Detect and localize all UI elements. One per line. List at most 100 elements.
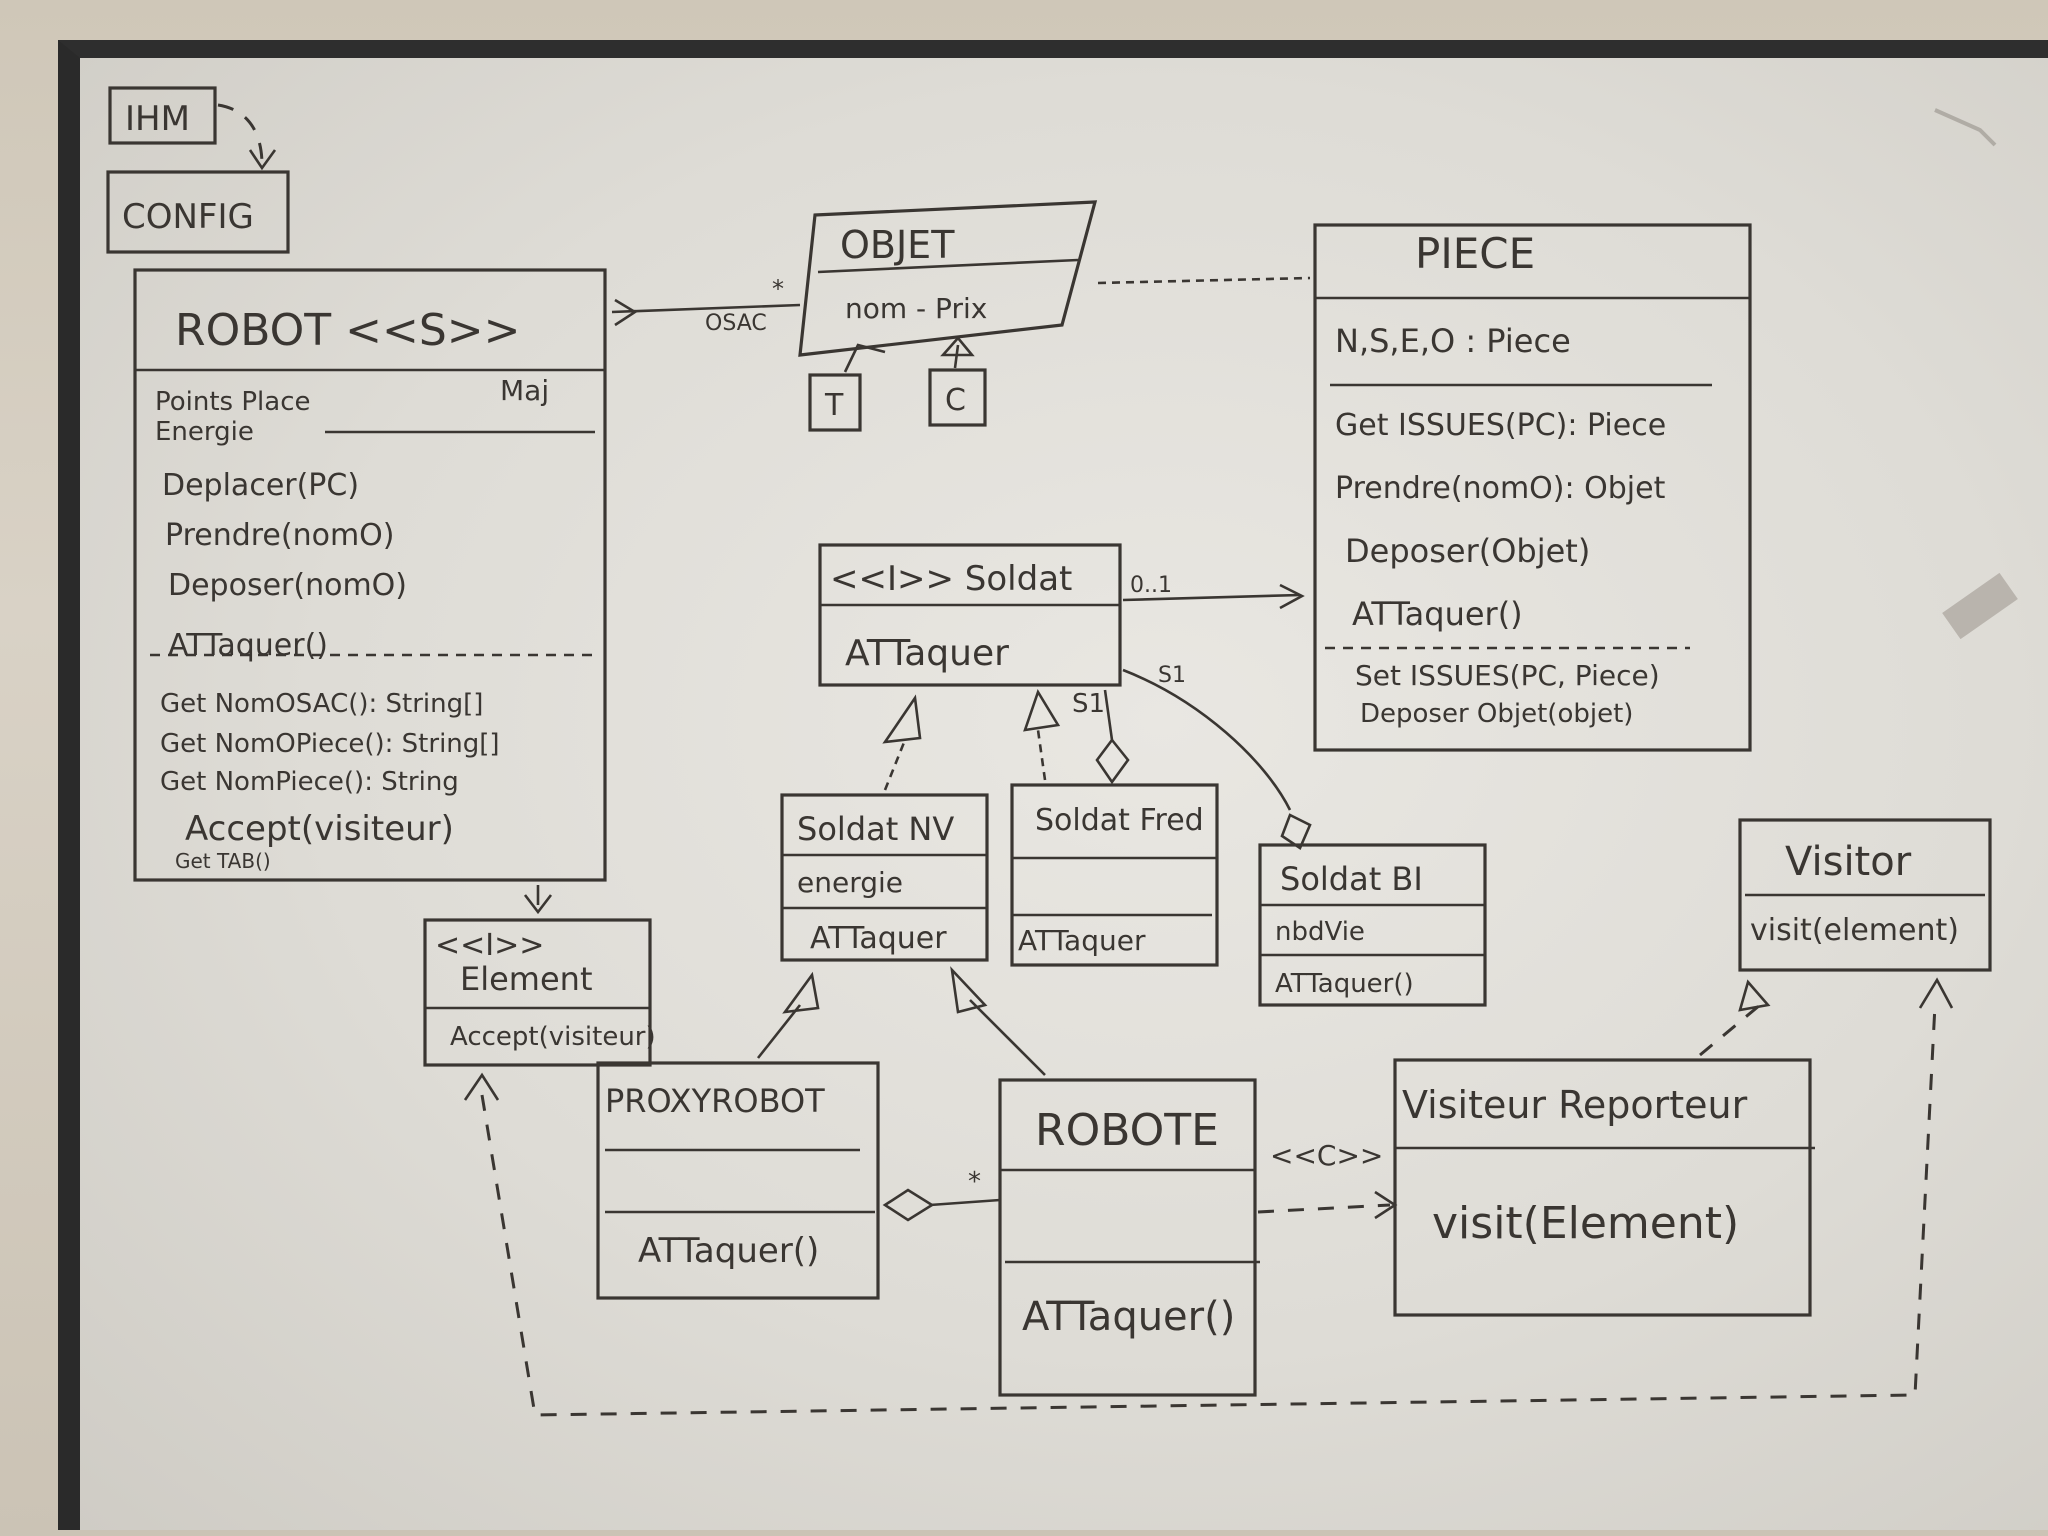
robote-class: ROBOTE ATTaquer() [998, 1078, 1260, 1397]
dependency-arrow-icon [463, 1072, 500, 1101]
realization-arrow-icon [940, 335, 975, 357]
assoc-mult-label: * [772, 275, 784, 303]
robot-op2-1: Get NomOSAC(): String[] [160, 689, 483, 719]
dependency-arrow-icon [248, 149, 277, 171]
diamond-icon [882, 1188, 935, 1222]
objet-t-box: T [808, 373, 862, 432]
element-stereo: <<I>> [435, 928, 544, 963]
visiteur-reporteur-class: Visiteur Reporteur visit(Element) [1393, 1058, 1815, 1317]
visiteur-name: Visiteur Reporteur [1402, 1083, 1748, 1127]
soldat-fred-composition [1103, 689, 1114, 741]
element-interface: <<I>> Element Accept(visiteur) [423, 918, 656, 1067]
piece-op2-2: Deposer Objet(objet) [1360, 699, 1633, 729]
piece-attr: N,S,E,O : Piece [1335, 322, 1571, 360]
soldat-nv-class: Soldat NV energie ATTaquer [780, 793, 989, 962]
soldat-fred-op: ATTaquer [1018, 924, 1146, 957]
realization-arrow-icon [882, 694, 922, 744]
robote-visiteur-dependency [1257, 1203, 1391, 1214]
fred-realizes-soldat [1036, 729, 1047, 781]
robot-op-3: Deposer(nomO) [168, 568, 407, 603]
svg-text:T: T [824, 388, 844, 423]
robote-mult-label: * [968, 1167, 981, 1197]
piece-name: PIECE [1415, 229, 1535, 278]
soldat-bi-class: Soldat BI nbdVie ATTaquer() [1258, 843, 1487, 1007]
robot-op2-2: Get NomOPiece(): String[] [160, 729, 500, 759]
soldat-nv-op: ATTaquer [810, 921, 947, 956]
proxy-robote-aggregation [929, 1198, 1001, 1207]
objet-piece-link [1097, 276, 1311, 285]
robot-objet-association [611, 303, 801, 314]
realization-arrow-icon [1023, 688, 1061, 732]
element-visitor-dependency [480, 1004, 1937, 1417]
proxyrobot-op: ATTaquer() [638, 1231, 819, 1271]
element-name: Element [460, 960, 592, 998]
objet-attr: nom - Prix [845, 292, 987, 325]
dependency-arrow-icon [1918, 977, 1954, 1009]
config-label: CONFIG [122, 197, 254, 237]
robote-op: ATTaquer() [1022, 1294, 1235, 1340]
robot-op2-5: Get TAB() [175, 849, 271, 873]
soldat-bi-aggregation [1122, 668, 1292, 811]
diamond-icon [1280, 813, 1312, 850]
objet-class: OBJET nom - Prix [798, 200, 1098, 357]
assoc-osac-label: OSAC [705, 311, 767, 336]
robot-attr-points: Points Place [155, 387, 311, 417]
visiteur-realizes-visitor [1699, 1003, 1761, 1057]
robot-attr-energie: Energie [155, 417, 254, 447]
realization-arrow-icon [782, 971, 820, 1014]
config-box: CONFIG [106, 170, 290, 254]
ihm-box: IHM [108, 86, 217, 145]
c-realization [953, 344, 960, 369]
soldat-interface: <<I>> Soldat ATTaquer [818, 543, 1122, 687]
robot-op-1: Deplacer(PC) [162, 468, 359, 503]
eraser-mark [1934, 108, 1997, 147]
realization-arrow-icon [523, 894, 553, 915]
robot-attr-maj: Maj [500, 374, 549, 407]
piece-op-4: ATTaquer() [1352, 595, 1523, 633]
piece-op-2: Prendre(nomO): Objet [1335, 471, 1666, 506]
soldat-bi-op: ATTaquer() [1275, 969, 1414, 999]
ihm-label: IHM [125, 99, 190, 139]
eraser-mark [1942, 572, 2018, 640]
aggregation-s1-label: S1 [1158, 663, 1186, 688]
piece-op-3: Deposer(Objet) [1345, 532, 1590, 570]
robote-name: ROBOTE [1035, 1105, 1219, 1156]
robot-op-4: ATTaquer() [168, 628, 328, 663]
robot-name: ROBOT <<S>> [175, 305, 521, 356]
proxyrobot-name: PROXYROBOT [605, 1082, 825, 1120]
robot-op2-4: Accept(visiteur) [185, 809, 454, 849]
soldat-bi-name: Soldat BI [1280, 860, 1423, 898]
composition-s1-label: S1 [1072, 689, 1105, 719]
robote-realizes-nv [969, 999, 1046, 1076]
proxy-realizes-nv [756, 1004, 802, 1059]
visiteur-op: visit(Element) [1432, 1198, 1739, 1249]
nv-realizes-soldat [883, 739, 907, 791]
soldat-op: ATTaquer [845, 633, 1009, 674]
ihm-config-dependency [217, 103, 264, 166]
soldat-nv-attr: energie [797, 866, 903, 899]
svg-text:C: C [945, 383, 966, 418]
soldat-name: <<I>> Soldat [830, 559, 1072, 599]
realization-arrow-icon [950, 966, 988, 1014]
proxyrobot-class: PROXYROBOT ATTaquer() [596, 1061, 880, 1300]
piece-class: PIECE N,S,E,O : Piece Get ISSUES(PC): Pi… [1313, 223, 1752, 752]
objet-name: OBJET [840, 223, 955, 267]
visitor-name: Visitor [1785, 839, 1912, 885]
soldat-fred-name: Soldat Fred [1035, 803, 1204, 838]
dependency-stereo: <<C>> [1270, 1139, 1383, 1172]
robot-op2-3: Get NomPiece(): String [160, 767, 459, 797]
soldat-bi-attr: nbdVie [1275, 917, 1365, 947]
piece-op2-1: Set ISSUES(PC, Piece) [1355, 659, 1660, 692]
visitor-interface: Visitor visit(element) [1738, 818, 1992, 972]
t-realization [843, 343, 886, 373]
soldat-nv-name: Soldat NV [797, 810, 954, 848]
soldat-mult-label: 0..1 [1130, 573, 1172, 598]
navigability-arrow-icon [1279, 583, 1305, 610]
piece-op-1: Get ISSUES(PC): Piece [1335, 408, 1666, 443]
realization-arrow-icon [1738, 979, 1771, 1012]
robot-class: ROBOT <<S>> Points Place Maj Energie Dep… [133, 268, 607, 882]
diamond-icon [1095, 737, 1130, 785]
visitor-op: visit(element) [1750, 913, 1959, 948]
soldat-fred-class: Soldat Fred ATTaquer [1010, 783, 1219, 967]
